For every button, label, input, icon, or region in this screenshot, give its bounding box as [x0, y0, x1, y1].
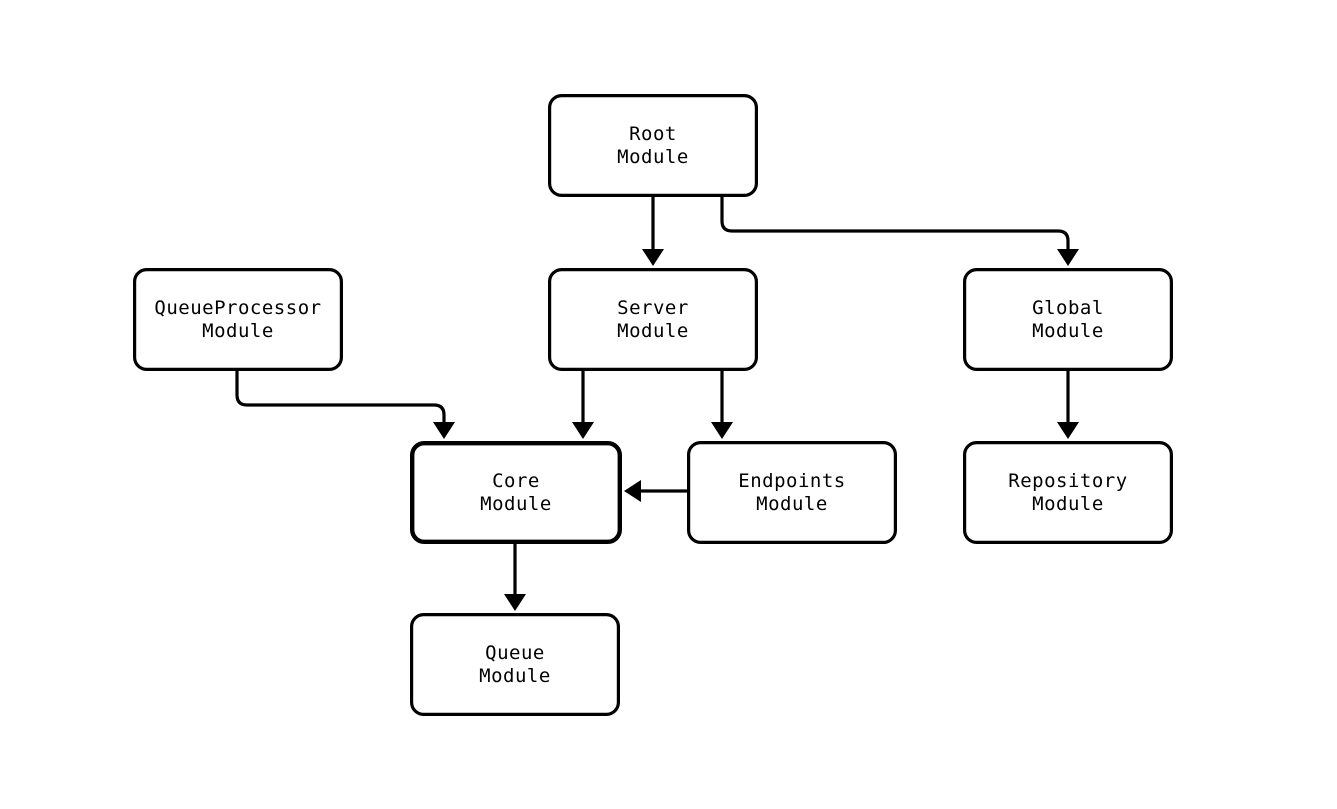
server-module-node-title: Server: [617, 297, 689, 319]
repository-module-node-box[interactable]: [962, 441, 1173, 545]
server-module-node-box[interactable]: [547, 268, 758, 372]
server-module-node-subtitle: Module: [617, 320, 689, 342]
edge-queueprocessor-to-core-line: [235, 371, 446, 422]
edge-core-to-queue-arrowhead: [504, 594, 526, 611]
queue-module-node-box[interactable]: [410, 612, 621, 716]
edge-root-to-global-arrowhead: [1057, 249, 1079, 266]
root-module-node-box[interactable]: [547, 93, 758, 198]
queueprocessor-module-node-title: QueueProcessor: [154, 297, 321, 319]
endpoints-module-node-title: Endpoints: [738, 470, 845, 492]
edge-root-to-server: [642, 197, 664, 266]
queueprocessor-module-node-box[interactable]: [133, 268, 344, 372]
global-module-node-title: Global: [1032, 297, 1104, 319]
edge-server-to-core: [572, 371, 594, 439]
queue-module-node-subtitle: Module: [479, 665, 551, 687]
global-module-node-subtitle: Module: [1032, 320, 1104, 342]
edge-core-to-queue: [504, 544, 526, 611]
root-module-node-title: Root: [629, 123, 677, 145]
repository-module-node-subtitle: Module: [1032, 493, 1104, 515]
edges-layer: [235, 197, 1079, 611]
edge-server-to-endpoints: [711, 371, 733, 439]
edge-server-to-core-arrowhead: [572, 422, 594, 439]
edge-server-to-endpoints-arrowhead: [711, 422, 733, 439]
root-module-node-subtitle: Module: [617, 146, 689, 168]
edge-endpoints-to-core-arrowhead: [624, 480, 641, 502]
edge-global-to-repository: [1057, 371, 1079, 439]
edge-root-to-global-line: [720, 197, 1070, 249]
nodes-layer: RootModuleQueueProcessorModuleServerModu…: [133, 93, 1173, 716]
edge-queueprocessor-to-core: [235, 371, 455, 439]
global-module-node-box[interactable]: [962, 268, 1173, 372]
edge-queueprocessor-to-core-arrowhead: [433, 422, 455, 439]
queue-module-node-title: Queue: [485, 642, 545, 664]
core-module-node-subtitle: Module: [480, 493, 552, 515]
edge-root-to-server-arrowhead: [642, 249, 664, 266]
endpoints-module-node-subtitle: Module: [756, 493, 828, 515]
core-module-node-box[interactable]: [410, 441, 623, 545]
queueprocessor-module-node-subtitle: Module: [202, 320, 274, 342]
repository-module-node-title: Repository: [1008, 470, 1127, 492]
endpoints-module-node-box[interactable]: [686, 441, 897, 545]
core-module-node-title: Core: [492, 470, 540, 492]
edge-endpoints-to-core: [624, 480, 687, 502]
edge-global-to-repository-arrowhead: [1057, 422, 1079, 439]
edge-root-to-global: [720, 197, 1079, 266]
